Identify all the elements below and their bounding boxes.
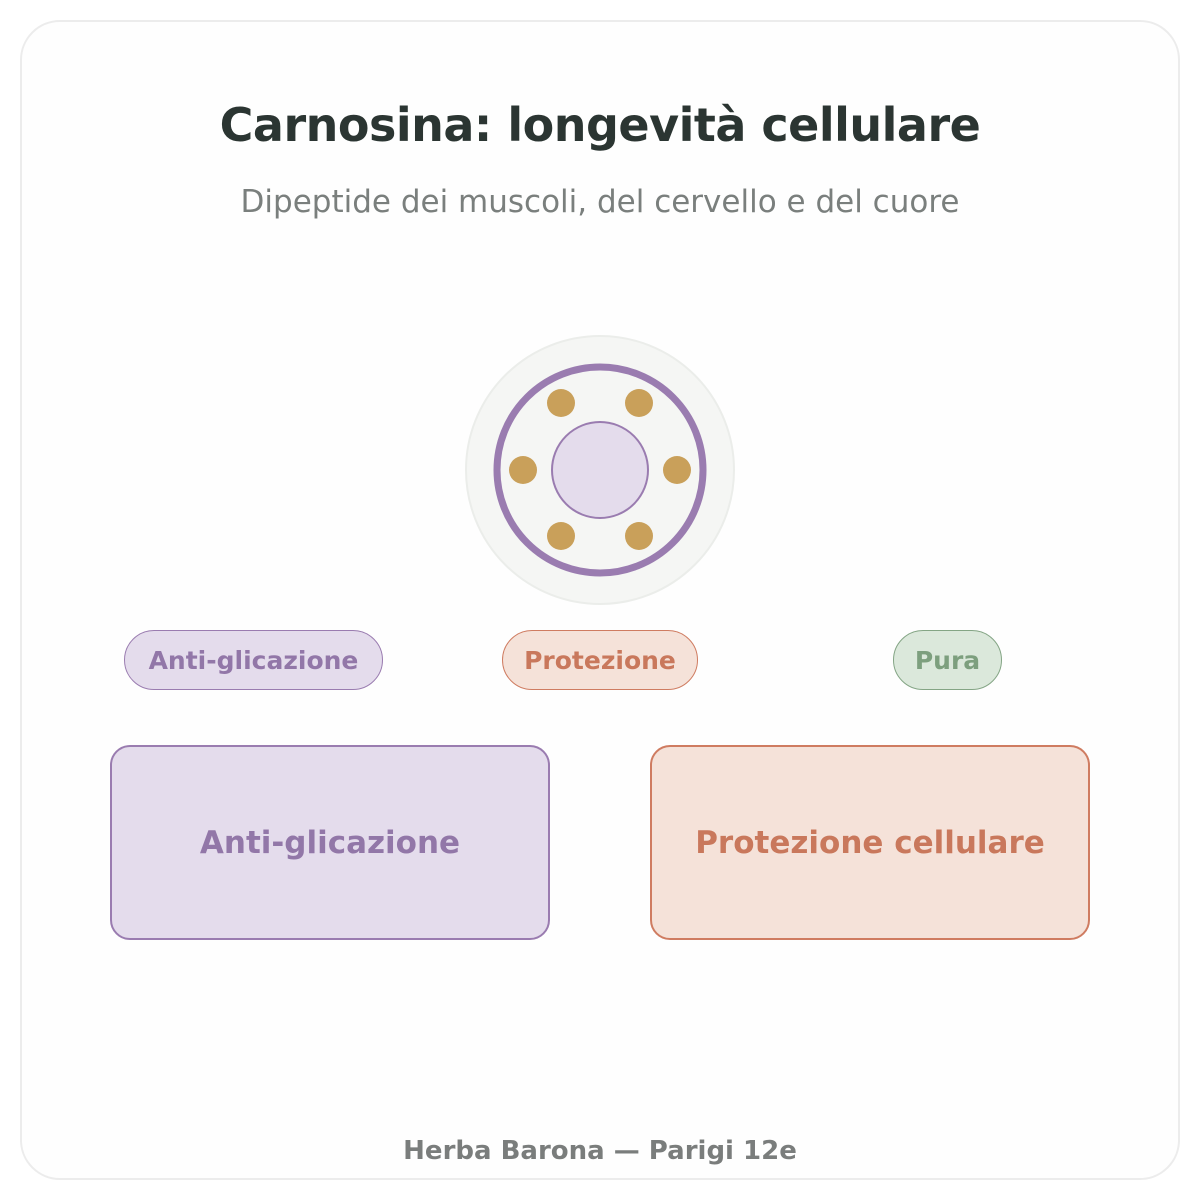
tag-anti-glicazione: Anti-glicazione: [124, 630, 383, 690]
tag-protezione: Protezione: [502, 630, 698, 690]
emblem-dot: [625, 522, 653, 550]
emblem-core: [551, 421, 649, 519]
molecule-ring-icon: [465, 335, 735, 605]
benefit-card-protezione-cellulare: Protezione cellulare: [650, 745, 1090, 940]
page-subtitle: Dipeptide dei muscoli, del cervello e de…: [240, 184, 960, 220]
emblem-dot: [547, 389, 575, 417]
footer-brand: Herba Barona — Parigi 12e: [403, 1136, 797, 1166]
page-title: Carnosina: longevità cellulare: [219, 98, 981, 152]
tag-pura: Pura: [893, 630, 1002, 690]
emblem-dot: [625, 389, 653, 417]
emblem-dot: [509, 456, 537, 484]
emblem-dot: [547, 522, 575, 550]
emblem-dot: [663, 456, 691, 484]
benefit-card-anti-glicazione: Anti-glicazione: [110, 745, 550, 940]
